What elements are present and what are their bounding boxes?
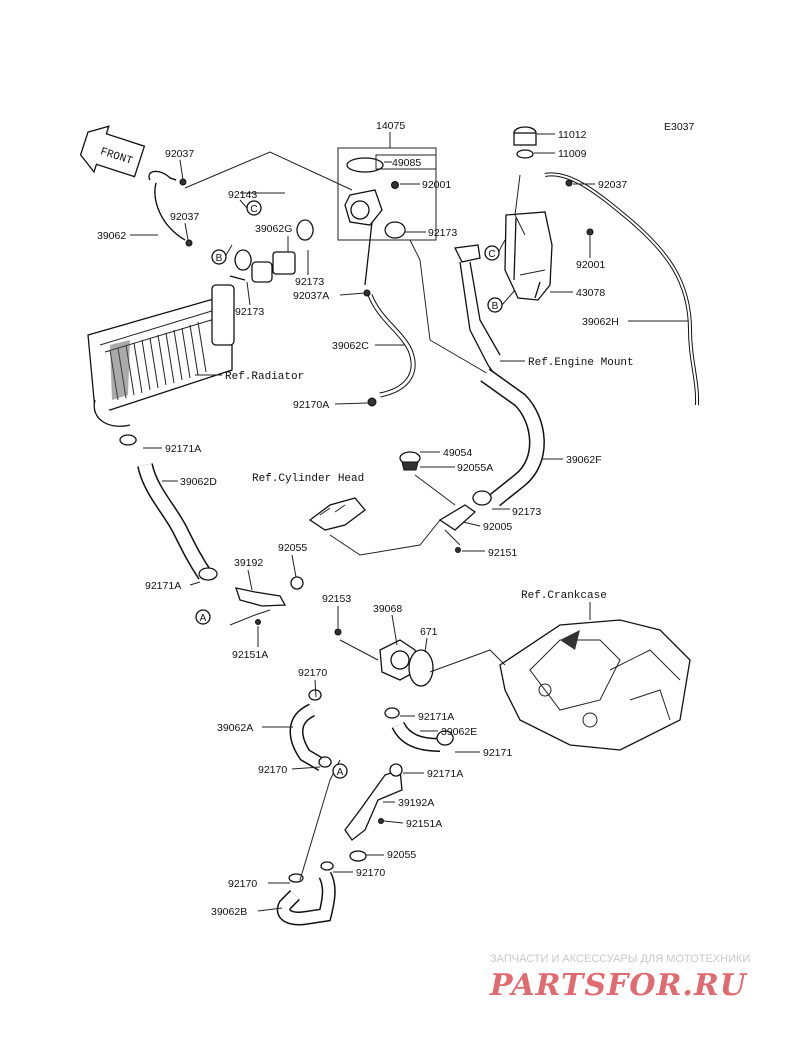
label-11012: 11012 [558, 129, 587, 141]
part-labels: 14075 49085 92001 92037 92143 39062G 920… [97, 120, 688, 918]
watermark-tagline: ЗАПЧАСТИ И АКСЕССУАРЫ ДЛЯ МОТОТЕХНИКИ [490, 953, 750, 965]
cylinder-head-part [308, 497, 366, 531]
pipe-39192a [344, 769, 403, 841]
marker-a-lower: A [337, 767, 344, 778]
marker-b-right: B [492, 301, 499, 312]
label-92153: 92153 [322, 593, 351, 605]
label-39062C: 39062C [332, 340, 369, 352]
marker-a-upper: A [200, 613, 207, 624]
label-92005: 92005 [483, 521, 512, 533]
label-92037-mid: 92037 [170, 211, 199, 223]
label-92151A-lower: 92151A [406, 818, 442, 830]
radiator-assembly [87, 284, 235, 427]
ref-crankcase-label: Ref.Crankcase [521, 590, 607, 602]
marker-c-right: C [488, 249, 495, 260]
label-92170-pump: 92170 [298, 667, 327, 679]
label-92055A: 92055A [457, 462, 493, 474]
marker-c-left: C [250, 204, 257, 215]
pipe-39192 [235, 587, 287, 607]
label-92151A-upper: 92151A [232, 649, 268, 661]
label-11009: 11009 [558, 148, 587, 160]
diagram-code: E3037 [664, 121, 695, 133]
label-92171: 92171 [483, 747, 512, 759]
label-92170-lower: 92170 [258, 764, 287, 776]
label-92055-upper: 92055 [278, 542, 307, 554]
label-92001-top: 92001 [422, 179, 451, 191]
watermark: ЗАПЧАСТИ И АКСЕССУАРЫ ДЛЯ МОТОТЕХНИКИ PA… [489, 953, 750, 1003]
label-92173-left: 92173 [235, 306, 264, 318]
water-pump-39068 [334, 628, 434, 687]
hose-39062h [544, 172, 700, 406]
label-39062F: 39062F [566, 454, 602, 466]
label-92037A: 92037A [293, 290, 329, 302]
thermostat-housing [344, 157, 399, 286]
radiator-core-fins [109, 321, 207, 401]
label-92171A-radiator: 92171A [165, 443, 201, 455]
assembly-14075-frame [337, 147, 437, 241]
label-92170-b-right: 92170 [356, 867, 385, 879]
label-39068: 39068 [373, 603, 402, 615]
ref-radiator-label: Ref.Radiator [225, 371, 304, 383]
front-arrow-icon: FRONT [79, 125, 146, 178]
label-39062H: 39062H [582, 316, 619, 328]
cap-49054 [399, 451, 421, 471]
label-92171A-e-top: 92171A [418, 711, 454, 723]
tank-bracket [454, 244, 496, 376]
label-43078: 43078 [576, 287, 605, 299]
label-92143: 92143 [228, 189, 257, 201]
label-39062: 39062 [97, 230, 126, 242]
label-92151: 92151 [488, 547, 517, 559]
crankcase-part [499, 619, 691, 751]
ref-cylinder-head-label: Ref.Cylinder Head [252, 473, 364, 485]
label-49085: 49085 [392, 157, 421, 169]
label-92055-lower: 92055 [387, 849, 416, 861]
label-39062E: 39062E [441, 726, 477, 738]
label-671: 671 [420, 626, 438, 638]
marker-b-left: B [216, 253, 223, 264]
label-39192: 39192 [234, 557, 263, 569]
label-39192A: 39192A [398, 797, 434, 809]
label-39062G: 39062G [255, 223, 292, 235]
label-49054: 49054 [443, 447, 472, 459]
label-14075: 14075 [376, 120, 405, 132]
label-39062B: 39062B [211, 906, 247, 918]
label-92173-housing: 92173 [428, 227, 457, 239]
label-92173-center: 92173 [295, 276, 324, 288]
label-39062D: 39062D [180, 476, 217, 488]
watermark-logo: PARTSFOR.RU [489, 968, 748, 1003]
label-92001-right: 92001 [576, 259, 605, 271]
label-92170A: 92170A [293, 399, 329, 411]
label-92171A-d: 92171A [145, 580, 181, 592]
label-92037-top: 92037 [165, 148, 194, 160]
label-92171A-e-bottom: 92171A [427, 768, 463, 780]
label-39062A: 39062A [217, 722, 253, 734]
ref-engine-mount-label: Ref.Engine Mount [528, 357, 634, 369]
clamp-92173-radiator [229, 249, 252, 281]
reference-markers: C B C B A A [195, 199, 516, 779]
label-92037-right: 92037 [598, 179, 627, 191]
label-92173-right: 92173 [512, 506, 541, 518]
reservoir-tank [504, 126, 553, 301]
clamp-92173-housing [384, 221, 406, 239]
label-92170-b-left: 92170 [228, 878, 257, 890]
